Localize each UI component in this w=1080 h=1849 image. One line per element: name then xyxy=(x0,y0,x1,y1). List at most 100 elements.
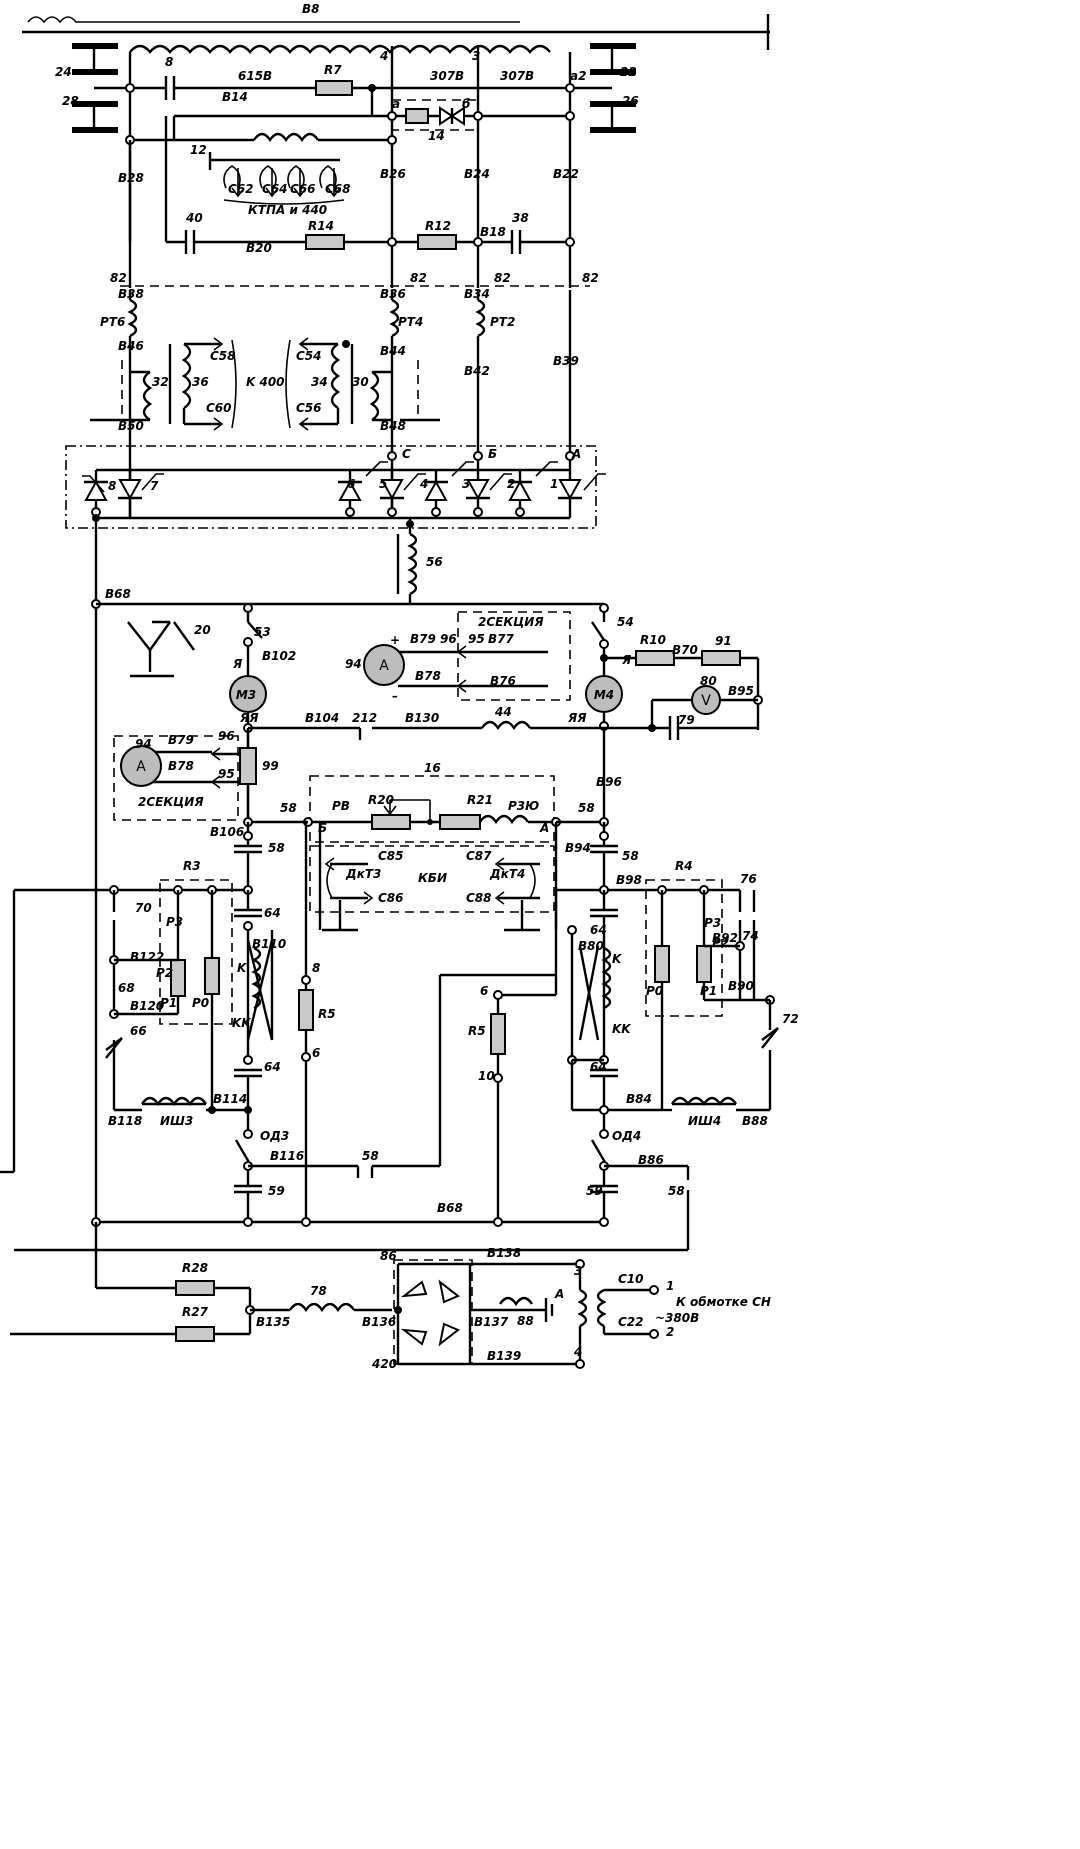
component-label: B78 xyxy=(168,759,194,773)
component-label: 56 xyxy=(426,555,443,569)
component-label: Б xyxy=(318,821,327,835)
component-label: 6 xyxy=(312,1046,320,1060)
component-label: 4 xyxy=(573,1345,582,1359)
component-label: 58 xyxy=(578,801,595,815)
lower-right-circuit xyxy=(490,822,779,1250)
component-label: 64 xyxy=(264,906,281,920)
ammeter-94-left xyxy=(120,745,162,787)
component-label: 2 xyxy=(507,477,515,491)
component-label: 70 xyxy=(135,901,152,915)
component-label: B70 xyxy=(672,643,698,657)
component-label: 74 xyxy=(742,929,759,943)
component-label: P3Ю xyxy=(508,799,539,813)
component-label: 307B xyxy=(500,69,534,83)
element-14 xyxy=(172,88,575,140)
component-label: 32 xyxy=(152,375,169,389)
component-label: R3 xyxy=(183,859,201,873)
component-label: 53 xyxy=(254,625,271,639)
component-label: R5 xyxy=(468,1024,486,1038)
row-615b xyxy=(125,76,575,100)
shunt-99 xyxy=(239,747,257,785)
component-label: B39 xyxy=(553,354,579,368)
component-label: B79 xyxy=(168,733,194,747)
component-label: C22 xyxy=(618,1315,644,1329)
ammeter-section-top xyxy=(398,611,571,701)
component-label: P3 xyxy=(166,915,183,929)
component-label: 5 xyxy=(379,477,387,491)
component-label: 94 xyxy=(135,737,152,751)
component-label: B138 xyxy=(487,1246,521,1260)
component-label: 68 xyxy=(118,981,135,995)
component-label: PT6 xyxy=(100,315,125,329)
component-label: 54 xyxy=(617,615,634,629)
component-label: C54 xyxy=(296,349,322,363)
component-label: B90 xyxy=(728,979,754,993)
component-label: PT2 xyxy=(490,315,515,329)
component-label: 36 xyxy=(192,375,209,389)
component-label: 40 xyxy=(185,211,203,225)
component-label: ОД3 xyxy=(260,1129,289,1143)
component-label: 96 xyxy=(440,632,457,646)
component-label: ОД4 xyxy=(612,1129,641,1143)
motor-symbol: M3 xyxy=(236,688,256,702)
component-label: B137 xyxy=(474,1315,509,1329)
component-label: 7 xyxy=(150,479,159,493)
component-label: 44 xyxy=(494,705,512,719)
block-kbi xyxy=(309,822,558,932)
component-label: C88 xyxy=(466,891,492,905)
component-label: a xyxy=(392,97,400,111)
component-label: B110 xyxy=(252,937,286,951)
component-label: B26 xyxy=(380,167,406,181)
component-label: 4 xyxy=(379,49,388,63)
component-label: 78 xyxy=(310,1284,327,1298)
component-label: a2 xyxy=(570,69,586,83)
component-label: A xyxy=(554,1287,564,1301)
component-label: K xyxy=(612,952,623,966)
component-label: 8 xyxy=(312,961,320,975)
component-label: KK xyxy=(232,1016,252,1030)
capacitor-bank-right xyxy=(570,43,636,133)
component-label: B118 xyxy=(108,1114,142,1128)
component-label: B80 xyxy=(578,939,604,953)
supply-circuit xyxy=(10,1222,659,1369)
meter-symbol: A xyxy=(136,759,146,775)
bus-b68-bottom xyxy=(14,1217,688,1252)
component-label: 12 xyxy=(190,143,207,157)
component-label: C66 xyxy=(290,182,316,196)
resistor-r5-left xyxy=(298,989,314,1031)
component-label: C85 xyxy=(378,849,404,863)
component-label: 82 xyxy=(410,271,427,285)
component-label: 26 xyxy=(622,94,639,108)
resistor-r5-right xyxy=(490,1013,506,1055)
component-label: ЯЯ xyxy=(567,711,586,725)
component-label: + xyxy=(390,633,400,647)
component-label: ИШ4 xyxy=(688,1114,721,1128)
component-label: B77 xyxy=(488,632,514,646)
component-label: B8 xyxy=(302,2,320,16)
component-label: 58 xyxy=(268,841,285,855)
component-label: 307B xyxy=(430,69,464,83)
component-label: R20 xyxy=(368,793,394,807)
component-label: B46 xyxy=(118,339,144,353)
component-label: P1 xyxy=(700,984,717,998)
component-label: B44 xyxy=(380,344,406,358)
component-label: C58 xyxy=(210,349,236,363)
component-label: R4 xyxy=(675,859,693,873)
component-label: 80 xyxy=(700,674,717,688)
ammeter-94-top xyxy=(363,644,405,686)
component-label: C64 xyxy=(262,182,288,196)
component-label: 8 xyxy=(108,479,116,493)
component-label: 99 xyxy=(262,759,279,773)
component-label: 82 xyxy=(494,271,511,285)
component-label: ИШ3 xyxy=(160,1114,193,1128)
thyristor-bridge xyxy=(65,445,606,529)
component-label: 6 xyxy=(347,477,355,491)
component-label: B38 xyxy=(118,287,144,301)
component-label: K 400 xyxy=(246,375,285,389)
component-label: B34 xyxy=(464,287,490,301)
component-label: A xyxy=(571,447,581,461)
resistor-r20 xyxy=(371,814,411,830)
